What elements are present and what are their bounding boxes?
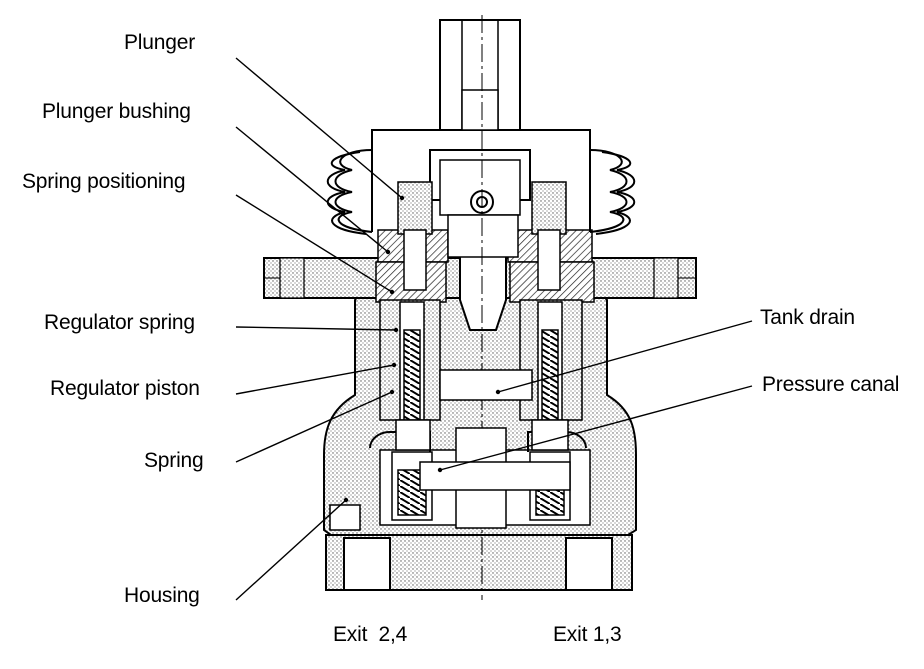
label-spring: Spring [144,449,204,472]
leader-lines [235,57,753,601]
label-regulator-spring: Regulator spring [44,311,195,334]
leader-housing [235,499,347,601]
leader-spring [235,391,393,463]
label-plunger: Plunger [124,31,195,54]
leader-tank-drain [497,320,753,393]
label-regulator-piston: Regulator piston [50,377,200,400]
label-housing: Housing [124,584,200,607]
rubber-boot [326,117,636,235]
label-exit-1-3: Exit 1,3 [553,623,622,646]
leader-pressure-canal [439,385,753,471]
central-channels [329,369,571,531]
leader-regulator-spring [235,326,397,331]
label-spring-positioning: Spring positioning [22,170,186,193]
label-plunger-bushing: Plunger bushing [42,100,191,123]
left-plunger-assembly [379,181,441,521]
label-exit-2-4: Exit 2,4 [333,623,408,646]
leader-plunger-bushing [235,126,389,253]
label-pressure-canal: Pressure canal [762,373,900,396]
leader-dots [343,195,501,503]
label-tank-drain: Tank drain [760,306,855,329]
leader-plunger [235,57,403,199]
leader-spring-positioning [235,194,393,293]
leader-regulator-piston [235,364,395,395]
